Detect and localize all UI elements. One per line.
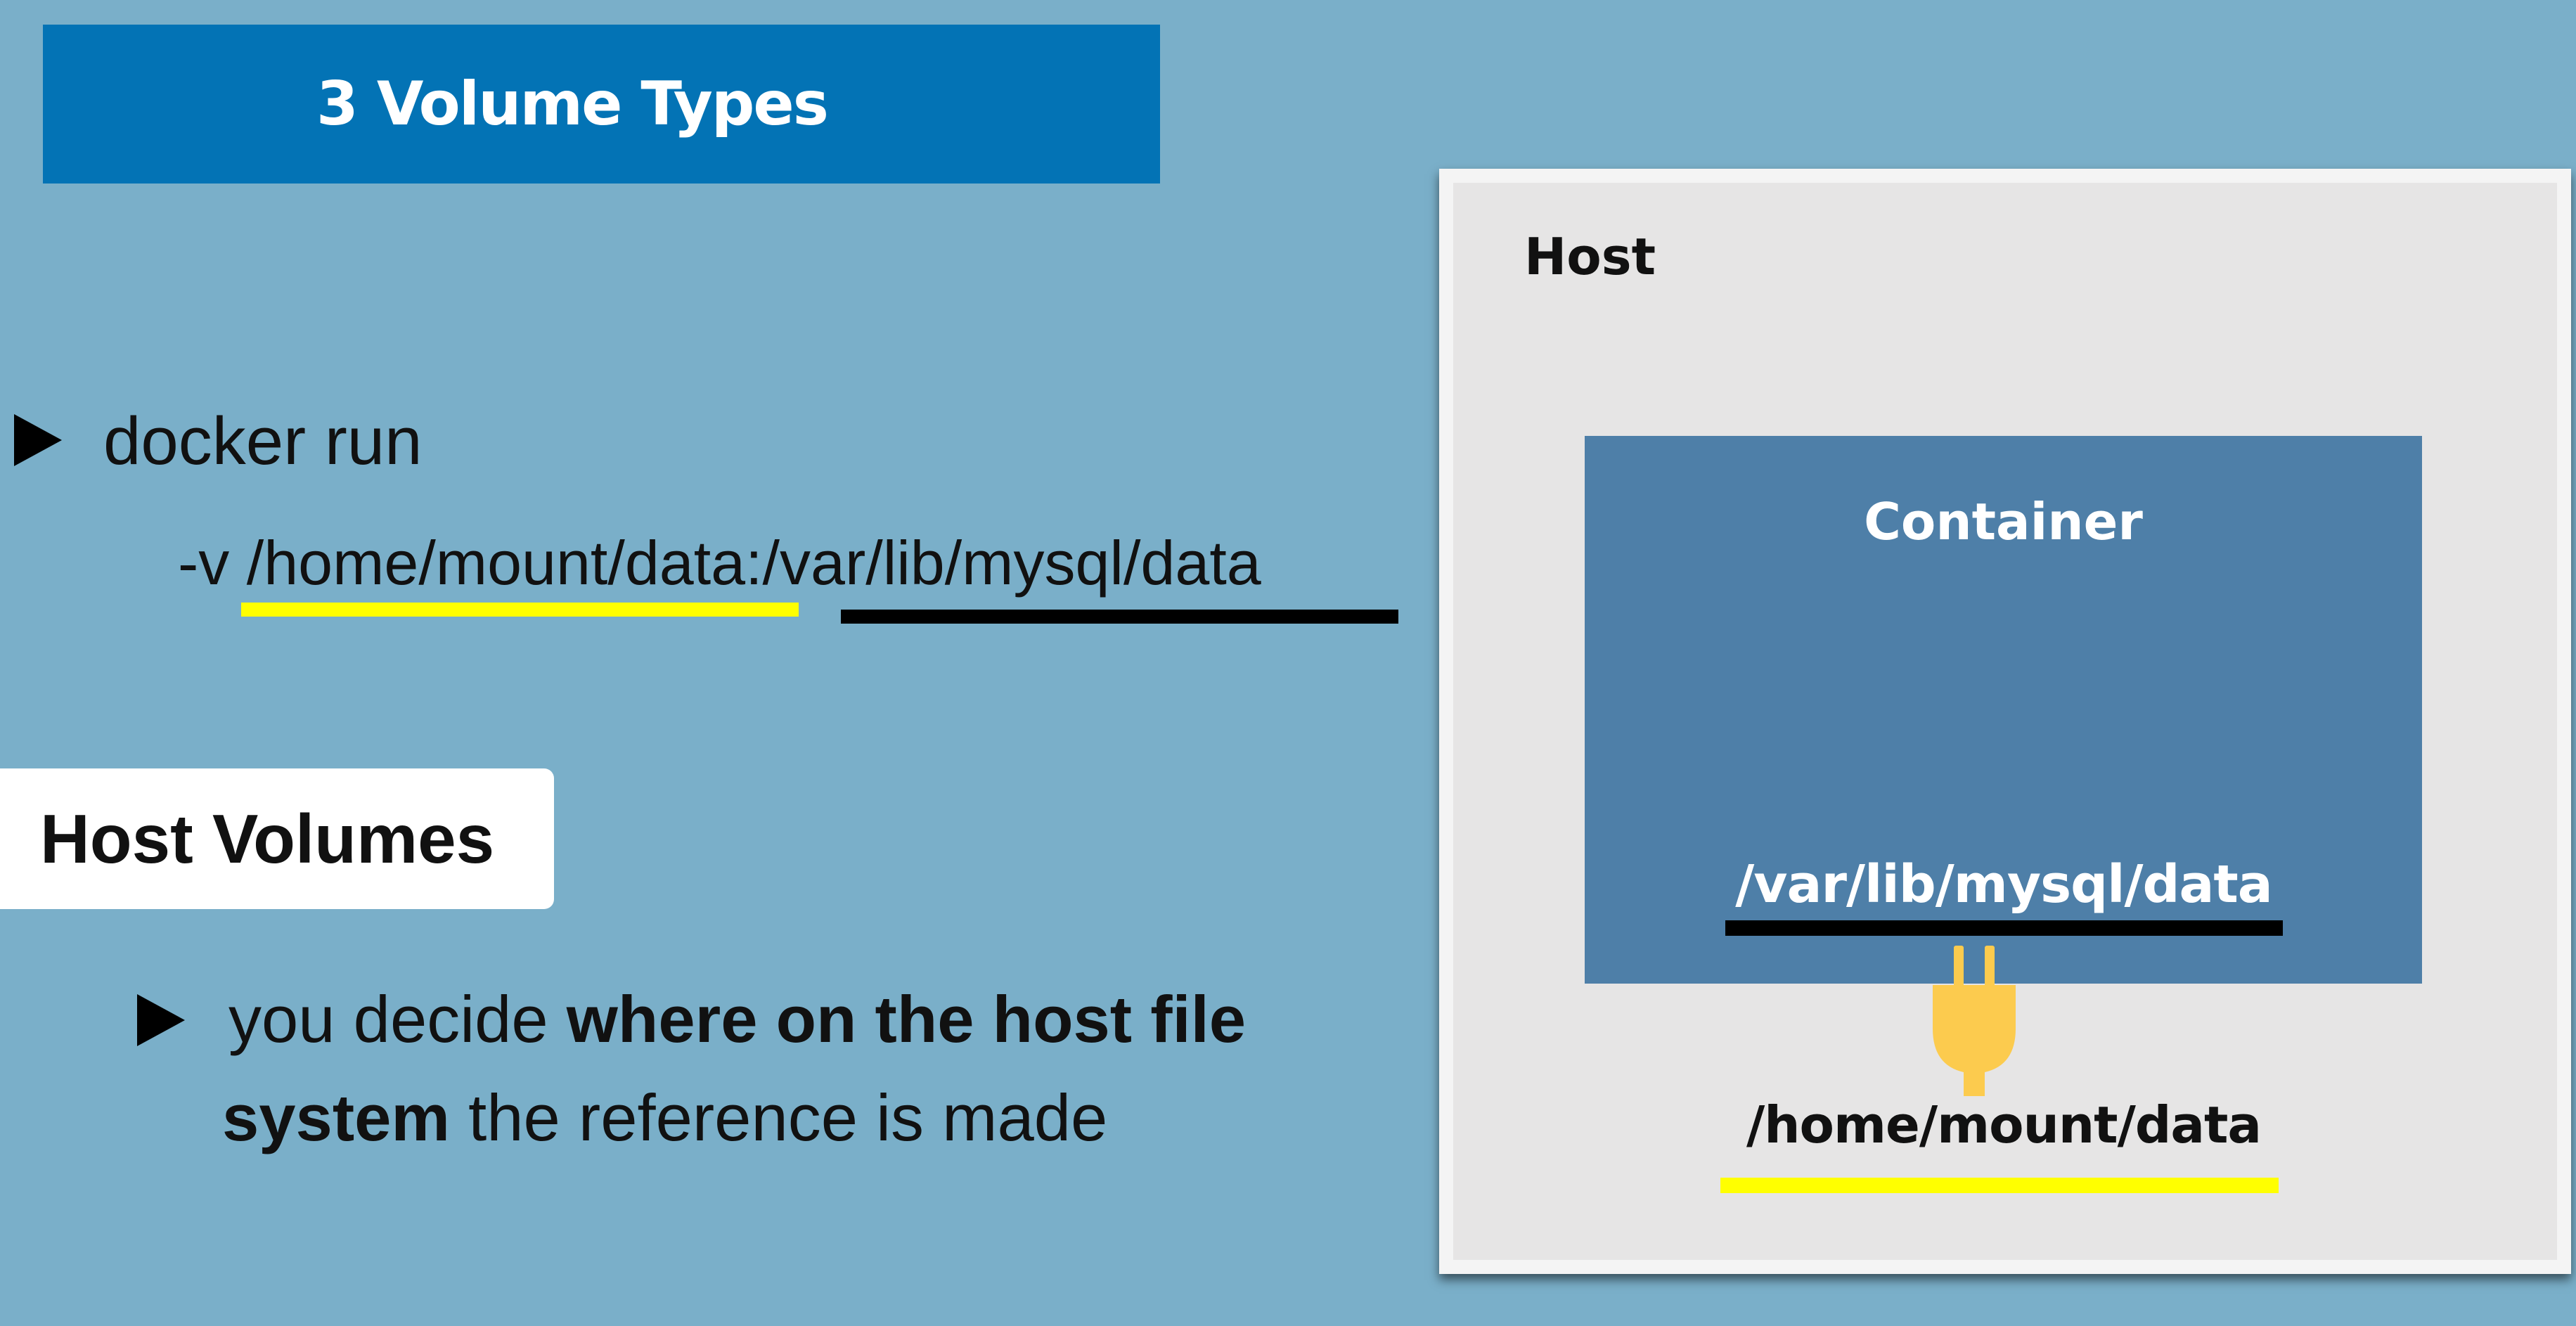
play-triangle-icon xyxy=(137,994,185,1046)
command-separator: : xyxy=(745,528,763,598)
host-path-label: /home/mount/data xyxy=(1746,1095,2262,1154)
container-path-label: /var/lib/mysql/data xyxy=(1735,854,2272,915)
description-line-1: you decide where on the host file xyxy=(228,981,1246,1057)
host-path-underline-diagram xyxy=(1720,1178,2279,1193)
description-plain-start: you decide xyxy=(228,982,567,1056)
command-line-2: -v /home/mount/data:/var/lib/mysql/data xyxy=(178,527,1261,599)
host-label: Host xyxy=(1524,227,1656,286)
page-title: 3 Volume Types xyxy=(316,69,829,139)
command-line-1: docker run xyxy=(103,404,423,479)
container-path-underline-diagram xyxy=(1725,920,2283,936)
description-line-2: system the reference is made xyxy=(222,1080,1107,1156)
section-label-box: Host Volumes xyxy=(0,768,554,909)
description-bold-1: where on the host file xyxy=(566,982,1247,1056)
command-container-path: /var/lib/mysql/data xyxy=(762,528,1261,598)
description-bold-2: system xyxy=(222,1081,450,1154)
container-box xyxy=(1585,436,2422,984)
command-host-path: /home/mount/data xyxy=(246,528,746,598)
container-path-underline xyxy=(841,610,1398,624)
container-label: Container xyxy=(1864,492,2143,551)
description-plain-end: the reference is made xyxy=(450,1081,1108,1154)
section-label: Host Volumes xyxy=(40,799,495,877)
title-banner: 3 Volume Types xyxy=(43,25,1160,184)
host-path-underline xyxy=(241,603,799,617)
play-triangle-icon xyxy=(14,414,62,466)
plug-icon xyxy=(1933,946,2016,1096)
command-flag: -v xyxy=(178,528,230,598)
